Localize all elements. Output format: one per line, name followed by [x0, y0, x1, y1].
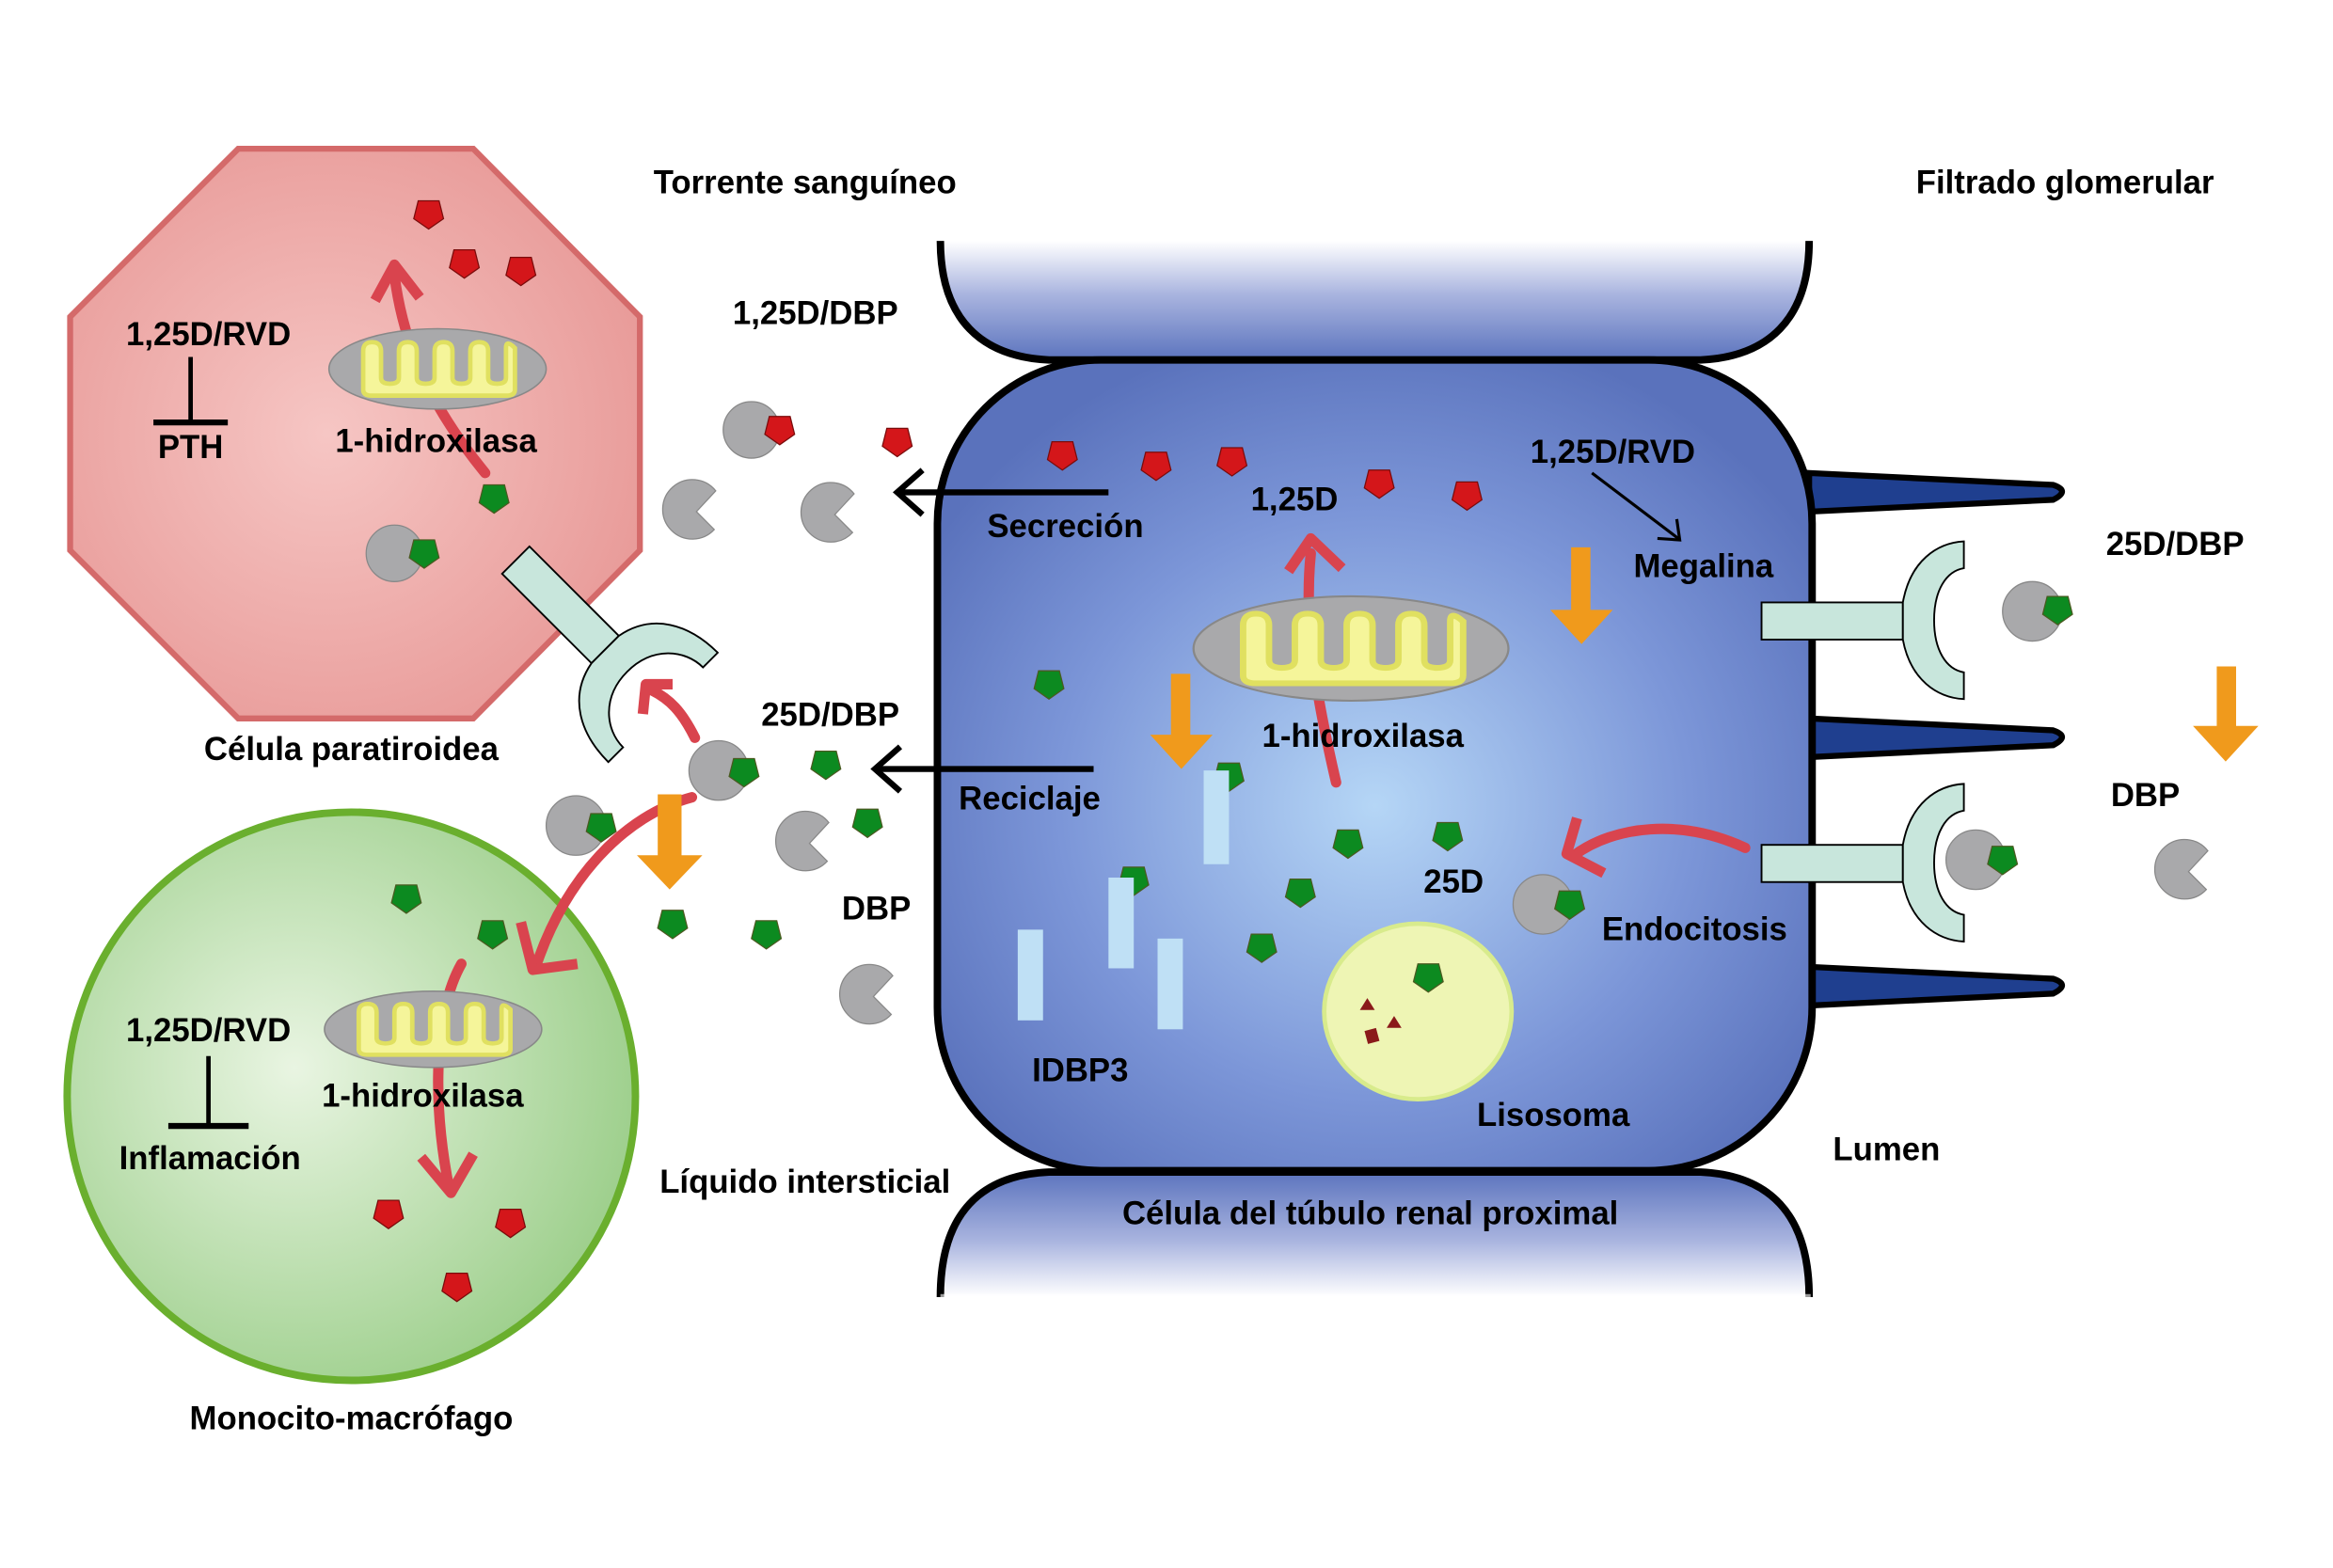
dbp-protein-icon: [2153, 838, 2209, 900]
inflammation-label: Inflamación: [119, 1141, 301, 1177]
neighbor-cell-top: [936, 241, 1814, 364]
degraded-fragment-icon: [1359, 998, 1375, 1010]
glomerular-filtrate-label: Filtrado glomerular: [1916, 166, 2214, 201]
microvillus: [1805, 715, 2066, 761]
interstitial-molecules: 1,25D/DBP 25D/DBP DBP: [516, 296, 913, 1025]
lumen-molecules: 25D/DBP DBP: [1944, 527, 2259, 900]
megalin-receptor-parathyroid: [500, 545, 720, 764]
dbp-protein-icon: [774, 810, 830, 872]
dbp-protein-icon: [800, 482, 855, 543]
macrophage-cell-title: Monocito-macrófago: [190, 1402, 514, 1437]
calcidiol-molecule-icon: [751, 920, 783, 950]
parathyroid-enzyme-label: 1-hidroxilasa: [335, 424, 537, 460]
calcidiol-molecule-icon: [810, 750, 842, 781]
release-arrow-icon: [637, 794, 703, 890]
regulation-arrow-line: [1591, 471, 1679, 540]
endocytosis-arrow-icon: [1568, 823, 1751, 861]
secretion-label: Secreción: [987, 509, 1143, 545]
parathyroid-cell-title: Célula paratiroidea: [204, 732, 500, 768]
calcidiol-molecule-icon: [851, 808, 883, 838]
neighbor-cell-bottom: [936, 1168, 1814, 1354]
megalin-receptor-lumen-lower: [1760, 783, 1965, 942]
mitochondrion-icon: [1194, 596, 1509, 701]
microvillus: [1805, 963, 2066, 1009]
lysosome-label: Lisosoma: [1477, 1098, 1630, 1133]
endocytosis-arrowhead-icon: [1561, 816, 1607, 879]
idbp3-protein: [1203, 770, 1230, 864]
recycling-arrowhead-icon: [870, 744, 903, 794]
release-arrow-icon: [1549, 546, 1613, 644]
calcidiol-dbp-complex-label: 25D/DBP: [761, 698, 899, 734]
lumen-complex-label: 25D/DBP: [2106, 527, 2245, 562]
mitochondrion-icon: [329, 328, 547, 408]
calcidiol-molecule-icon: [657, 910, 689, 940]
endocytosis-label: Endocitosis: [1602, 911, 1787, 947]
lumen-dbp-label: DBP: [2111, 778, 2180, 814]
macrophage-cell-body: [63, 808, 640, 1385]
parathyroid-regulator-label: 1,25D/RVD: [126, 317, 291, 353]
degraded-fragment-icon: [1364, 1027, 1380, 1044]
conversion-arrowhead-icon: [370, 259, 424, 304]
conversion-arrowhead-icon: [1284, 532, 1346, 575]
idbp3-label: IDBP3: [1032, 1053, 1128, 1089]
renal-tubule-cell: Secreción Reciclaje 1,25D 1,25D/RVD Mega…: [870, 356, 1817, 1231]
microvillus: [1805, 469, 2066, 515]
uptake-arrow-icon: [646, 685, 701, 743]
idbp3-protein: [1017, 929, 1043, 1021]
degraded-fragment-icon: [1387, 1016, 1402, 1028]
lumen-label: Lumen: [1833, 1132, 1940, 1167]
regulation-arrowhead-icon: [1657, 518, 1682, 542]
dbp-protein-icon: [838, 963, 894, 1025]
renal-enzyme-label: 1-hidroxilasa: [1262, 719, 1465, 754]
conversion-arrowhead-icon: [417, 1151, 478, 1198]
calcitriol-molecule-icon: [881, 427, 913, 458]
uptake-arrowhead-icon: [637, 678, 673, 715]
parathyroid-cell-body: [67, 145, 643, 721]
renal-cell-title: Célula del túbulo renal proximal: [1122, 1196, 1618, 1231]
idbp3-protein: [1157, 938, 1183, 1030]
macrophage-enzyme-label: 1-hidroxilasa: [322, 1079, 524, 1115]
calcidiol-label: 25D: [1423, 864, 1484, 900]
microvilli: [1805, 469, 2066, 1009]
release-arrow-icon: [1150, 673, 1214, 769]
interstitial-fluid-label: Líquido intersticial: [659, 1164, 950, 1200]
megalin-receptor-lumen-upper: [1760, 540, 1965, 701]
recycling-label: Reciclaje: [959, 781, 1101, 816]
secretion-arrowhead-icon: [892, 467, 925, 517]
macrophage-regulator-label: 1,25D/RVD: [126, 1013, 291, 1049]
uptake-arrowhead-icon: [516, 921, 579, 975]
parathyroid-cell: 1,25D/RVD PTH 1-hidroxilasa Célula parat…: [67, 145, 643, 768]
renal-cell-body: [933, 356, 1817, 1175]
macrophage-cell: 1,25D/RVD Inflamación 1-hidroxilasa Mono…: [63, 808, 640, 1437]
renal-regulator-label: 1,25D/RVD: [1531, 435, 1695, 470]
release-arrow-icon: [2193, 666, 2259, 762]
idbp3-protein: [1108, 877, 1135, 969]
pth-label: PTH: [158, 430, 224, 466]
calcitriol-label: 1,25D: [1251, 482, 1339, 517]
calcitriol-dbp-complex-label: 1,25D/DBP: [733, 296, 898, 332]
bloodstream-label: Torrente sanguíneo: [654, 166, 957, 201]
megalin-label: Megalina: [1633, 549, 1773, 585]
free-dbp-label: DBP: [842, 891, 911, 927]
mitochondrion-icon: [325, 991, 542, 1068]
dbp-protein-icon: [661, 479, 717, 540]
lysosome: [1322, 921, 1515, 1101]
